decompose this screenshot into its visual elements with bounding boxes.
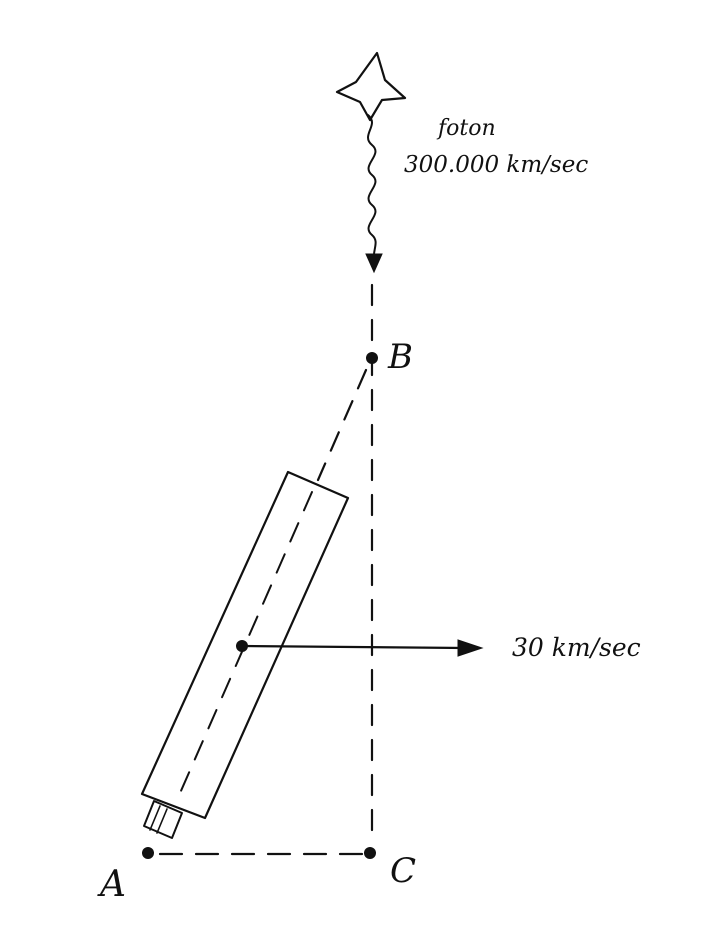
telescope-centerline: [176, 491, 313, 801]
photon-speed-label: 300.000 km/sec: [404, 152, 588, 178]
telescope-speed-label: 30 km/sec: [512, 633, 641, 662]
photon-arrowhead: [365, 253, 383, 274]
telescope-eyepiece: [143, 800, 183, 839]
telescope-center-dot: [236, 640, 248, 652]
point-a-dot: [142, 847, 154, 859]
point-c-dot: [364, 847, 376, 859]
diagonal-dashed-line: [316, 368, 368, 482]
velocity-arrowhead: [457, 639, 484, 657]
star-icon: [335, 51, 407, 122]
velocity-arrow: [241, 639, 484, 657]
photon-wavy-arrow: [365, 114, 383, 274]
point-b-dot: [366, 352, 378, 364]
point-c-label: C: [390, 851, 416, 891]
point-b-label: B: [387, 337, 413, 377]
telescope-tube: [140, 470, 350, 820]
point-a-label: A: [97, 864, 126, 905]
photon-name-label: foton: [436, 116, 496, 141]
telescope: [140, 470, 350, 839]
